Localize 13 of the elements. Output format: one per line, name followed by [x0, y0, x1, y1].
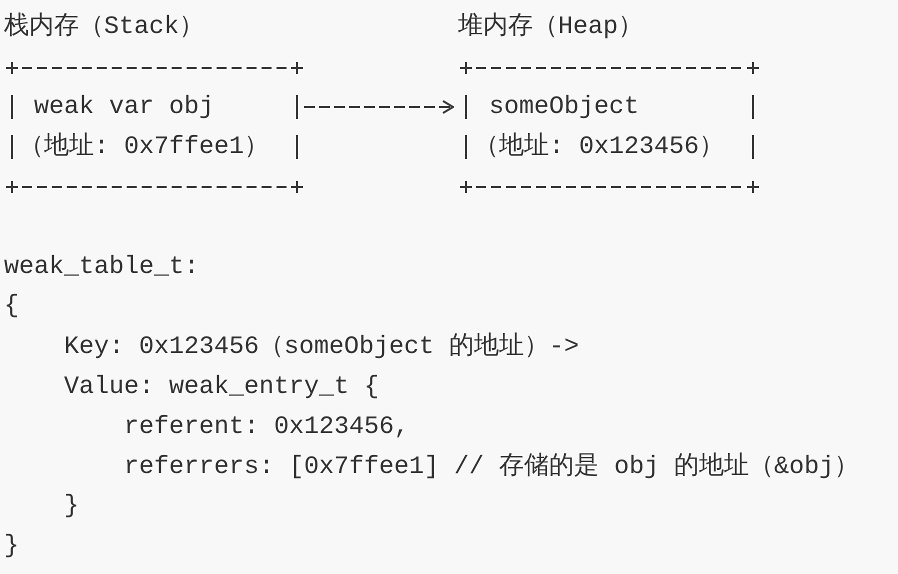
code-line: } [4, 530, 20, 562]
code-line: referent: 0x123456, [124, 411, 410, 443]
section-heading: 栈内存（Stack） [4, 11, 204, 43]
code-line: weak_table_t: [4, 251, 200, 283]
code-line: { [4, 290, 20, 322]
box-text: weak var obj （地址: 0x7ffee1） [19, 91, 270, 163]
box-text: someObject （地址: 0x123456） [474, 91, 726, 163]
code-line: Key: 0x123456（someObject 的地址）-> [64, 331, 580, 363]
section-heading: 堆内存（Heap） [458, 11, 644, 43]
arrow [304, 100, 454, 114]
code-line: referrers: [0x7ffee1] // 存储的是 obj 的地址（&obj） [124, 451, 860, 483]
code-line: Value: weak_entry_t { [64, 371, 380, 403]
code-line: } [64, 490, 80, 522]
